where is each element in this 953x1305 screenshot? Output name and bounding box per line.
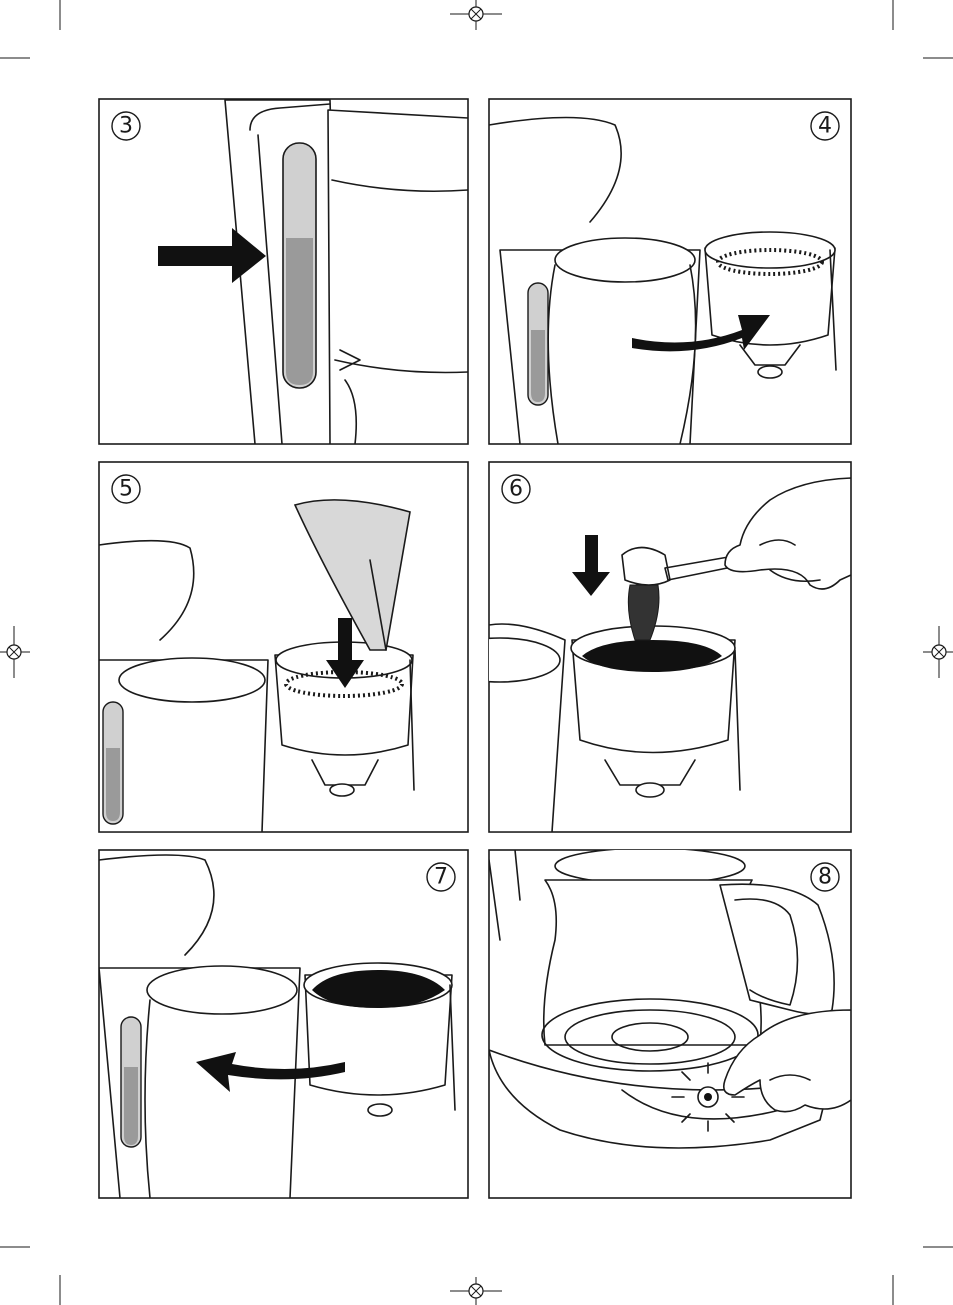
step-panel-6: 6 [440,462,851,832]
step-panel-3: 3 [99,99,468,444]
step-panel-8: 8 [489,848,851,1198]
step-panel-5: 5 [99,462,468,832]
step-panel-7: 7 [99,850,468,1198]
water-level-fill [286,238,313,385]
step-number: 5 [119,477,133,502]
step-number: 7 [434,865,448,890]
step-panel-4: 4 [489,99,851,444]
registration-mark-bottom [450,1277,502,1305]
registration-mark-left [0,626,30,678]
registration-mark-top [450,0,502,30]
step-number: 8 [818,865,832,890]
step-number: 4 [818,114,832,139]
step-number: 6 [509,477,523,502]
step-number: 3 [119,114,133,139]
registration-mark-right [923,626,953,678]
